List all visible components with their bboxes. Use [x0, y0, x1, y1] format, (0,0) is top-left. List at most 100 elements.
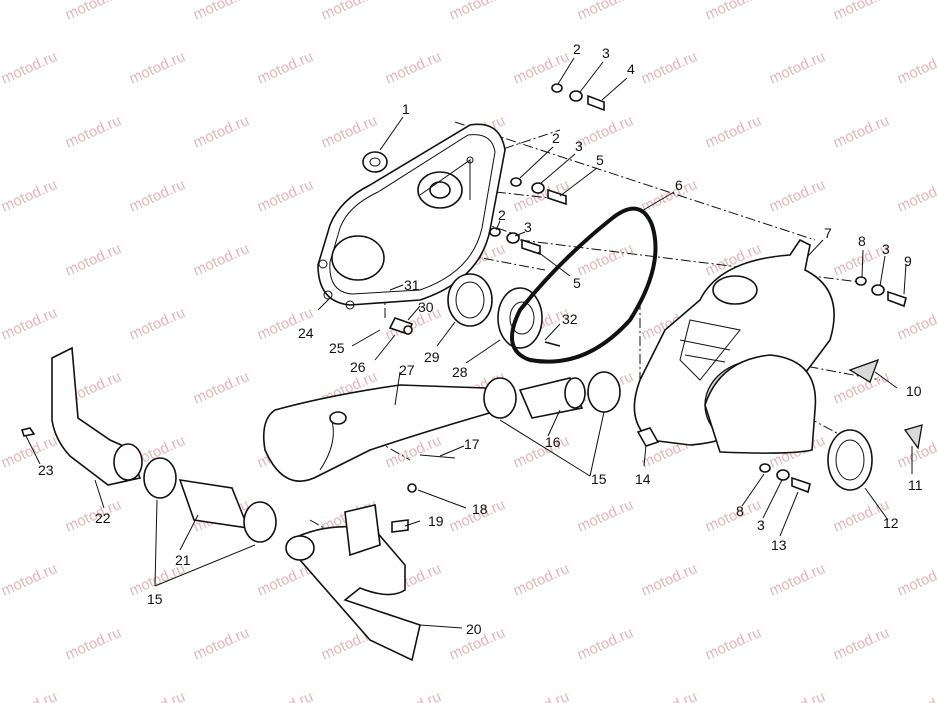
watermark-text: motod.ru [63, 112, 124, 152]
outer-clutch-cover [633, 238, 835, 454]
watermark-text: motod.ru [255, 688, 316, 703]
callout-17: 17 [464, 436, 480, 452]
watermark-text: motod.ru [511, 560, 572, 600]
outer-gasket [827, 429, 873, 491]
watermark-text: motod.ru [63, 624, 124, 664]
watermark-text: motod.ru [0, 560, 60, 600]
watermark-text: motod.ru [511, 688, 572, 703]
callout-3: 3 [882, 241, 890, 257]
callout-5: 5 [596, 152, 604, 168]
leader-lines [25, 57, 913, 629]
watermark-text: motod.ru [127, 688, 188, 703]
watermark-text: motod.ru [383, 688, 444, 703]
callout-11: 11 [908, 477, 923, 493]
air-box-outlet [285, 504, 421, 662]
watermark-text: motod.ru [639, 688, 700, 703]
intake-duct-lower [51, 346, 277, 543]
watermark-text: motod.ru [191, 368, 252, 408]
watermark-text: motod.ru [511, 48, 572, 88]
watermark-text: motod.ru [895, 688, 938, 703]
intake-duct [262, 384, 502, 482]
callout-16: 16 [545, 434, 561, 450]
callout-13: 13 [771, 537, 787, 553]
callout-3: 3 [602, 45, 610, 61]
callout-7: 7 [824, 225, 832, 241]
decal-plate [848, 358, 880, 383]
watermark-text: motod.ru [127, 304, 188, 344]
watermark-text: motod.ru [639, 48, 700, 88]
watermark-text: motod.ru [255, 176, 316, 216]
watermark-text: motod.ru [831, 624, 892, 664]
callout-3: 3 [575, 138, 583, 154]
callout-8: 8 [858, 233, 866, 249]
callout-12: 12 [883, 515, 899, 531]
callout-8: 8 [736, 503, 744, 519]
callout-23: 23 [38, 462, 54, 478]
watermark-text: motod.ru [767, 176, 828, 216]
watermark-text: motod.ru [319, 0, 380, 24]
decal-small [903, 424, 923, 450]
watermark-text: motod.ru [255, 48, 316, 88]
watermark-text: motod.ru [703, 112, 764, 152]
watermark-text: motod.ru [895, 304, 938, 344]
watermark-text: motod.ru [767, 560, 828, 600]
watermark-text: motod.ru [831, 0, 892, 24]
watermark-text: motod.ru [127, 176, 188, 216]
callout-28: 28 [452, 364, 468, 380]
watermark-text: motod.ru [511, 432, 572, 472]
callout-1: 1 [402, 101, 410, 117]
callout-20: 20 [466, 621, 482, 637]
watermark-text: motod.ru [703, 496, 764, 536]
callout-18: 18 [472, 501, 488, 517]
shaft-seals [447, 273, 543, 349]
small-fasteners [20, 341, 561, 533]
watermark-text: motod.ru [831, 112, 892, 152]
callout-2: 2 [498, 207, 506, 223]
watermark-text: motod.ru [575, 240, 636, 280]
watermark-text: motod.ru [319, 112, 380, 152]
watermark-text: motod.ru [0, 304, 60, 344]
callout-31: 31 [404, 277, 420, 293]
watermark-text: motod.ru [191, 240, 252, 280]
watermark-text: motod.ru [575, 496, 636, 536]
watermark-text: motod.ru [191, 0, 252, 24]
watermark-text: motod.ru [767, 48, 828, 88]
clamps-tubes-upper [483, 371, 621, 419]
callout-numbers: 1 2 3 4 2 3 5 6 2 3 5 7 8 3 9 31 30 32 2… [38, 41, 923, 637]
watermark-text: motod.ru [127, 48, 188, 88]
callout-3: 3 [524, 219, 532, 235]
watermark-text: motod.ru [575, 624, 636, 664]
callout-21: 21 [175, 552, 191, 568]
watermark-text: motod.ru [0, 176, 60, 216]
watermark-text: motod.ru [0, 688, 60, 703]
watermark-text: motod.ru [639, 560, 700, 600]
callout-22: 22 [95, 510, 111, 526]
callout-3: 3 [757, 517, 765, 533]
callout-25: 25 [329, 340, 345, 356]
callout-24: 24 [298, 325, 314, 341]
callout-2: 2 [552, 130, 560, 146]
watermark-text: motod.ru [703, 624, 764, 664]
watermark-text: motod.ru [63, 0, 124, 24]
callout-10: 10 [906, 383, 922, 399]
washers-and-bolts [388, 83, 907, 494]
callout-27: 27 [399, 362, 415, 378]
watermark-text: motod.ru [63, 240, 124, 280]
watermark-text: motod.ru [191, 624, 252, 664]
callout-9: 9 [904, 253, 912, 269]
callout-4: 4 [627, 61, 635, 77]
watermark-text: motod.ru [767, 688, 828, 703]
watermark-text: motod.ru [703, 0, 764, 24]
callout-26: 26 [350, 359, 366, 375]
callout-29: 29 [424, 349, 440, 365]
watermark-text: motod.ru [0, 48, 60, 88]
watermark-text: motod.ru [639, 176, 700, 216]
watermark-text: motod.ru [383, 48, 444, 88]
callout-5: 5 [573, 275, 581, 291]
callout-2: 2 [573, 41, 581, 57]
watermark-text: motod.ru [447, 0, 508, 24]
callout-32: 32 [562, 311, 578, 327]
callout-15: 15 [147, 591, 163, 607]
